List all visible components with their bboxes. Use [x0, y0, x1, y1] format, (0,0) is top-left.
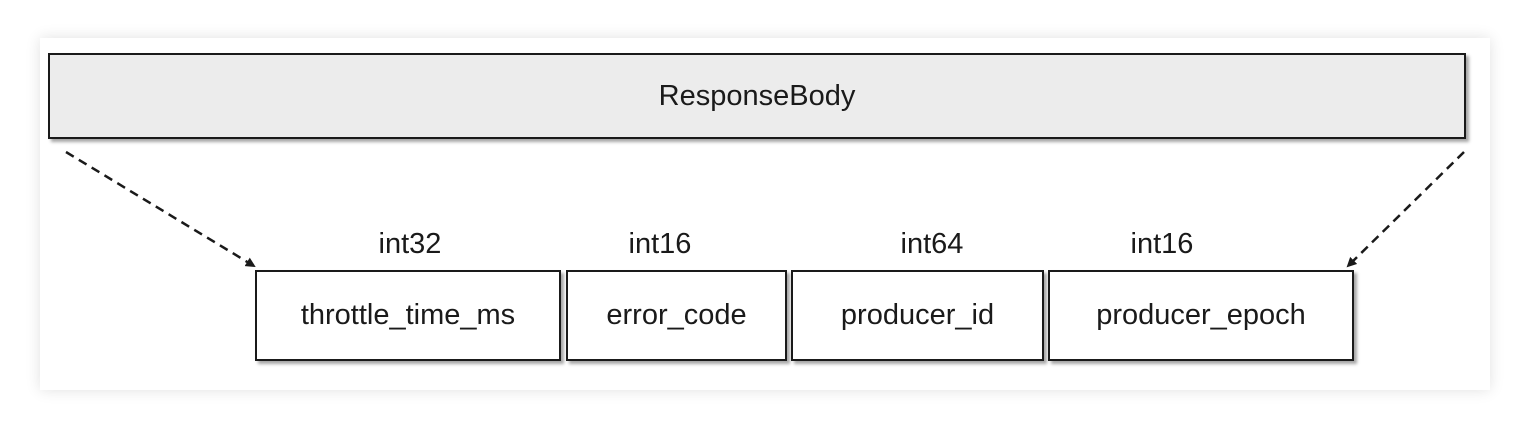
field-name-producer-id: producer_id: [840, 299, 995, 331]
field-type-label-producer-epoch: int16: [1130, 228, 1194, 260]
field-box-producer-id: producer_id: [791, 270, 1044, 361]
response-body-label: ResponseBody: [658, 79, 856, 112]
response-body-box: ResponseBody: [48, 53, 1466, 139]
field-box-producer-epoch: producer_epoch: [1048, 270, 1354, 361]
field-type-label-producer-id: int64: [900, 228, 964, 260]
field-type-label-throttle-time-ms: int32: [378, 228, 442, 260]
field-name-throttle-time-ms: throttle_time_ms: [300, 299, 516, 331]
field-box-error-code: error_code: [566, 270, 787, 361]
field-box-throttle-time-ms: throttle_time_ms: [255, 270, 561, 361]
field-type-label-error-code: int16: [628, 228, 692, 260]
field-name-producer-epoch: producer_epoch: [1096, 299, 1306, 331]
field-name-error-code: error_code: [606, 299, 747, 331]
